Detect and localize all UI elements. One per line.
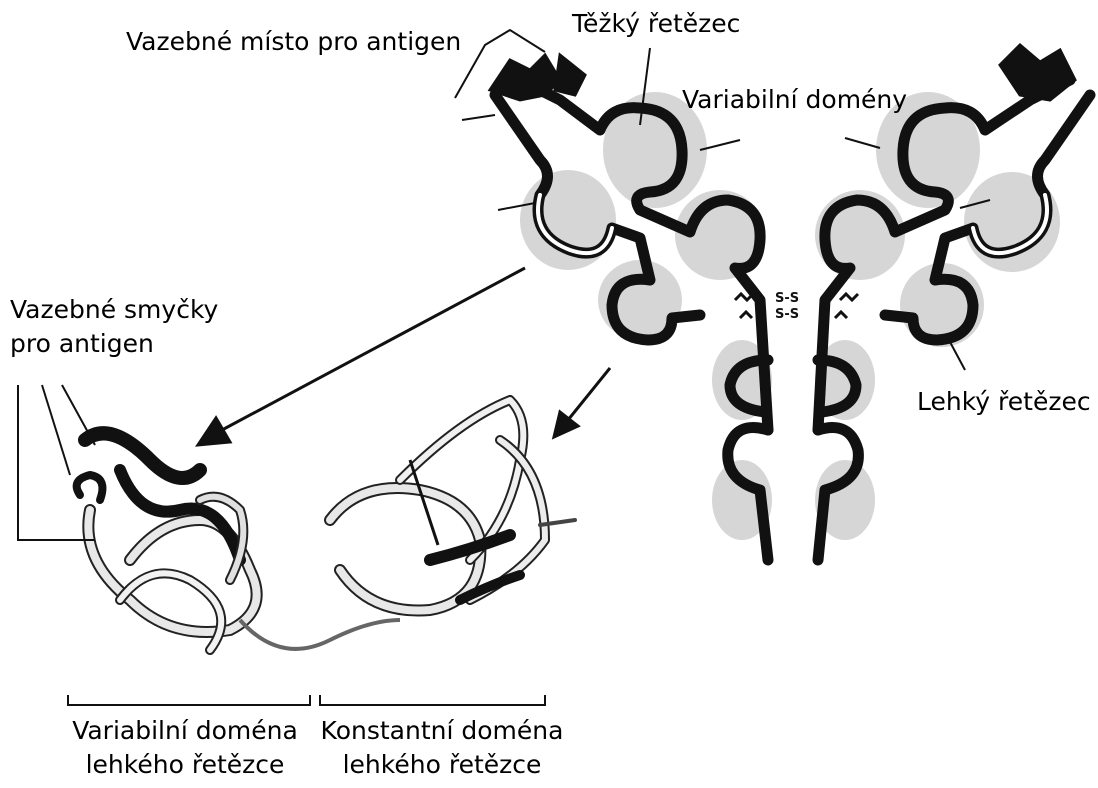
label-binding-site: Vazebné místo pro antigen <box>126 28 461 57</box>
ribbon-variable-domain <box>77 433 257 650</box>
label-binding-loops-line1: Vazebné smyčky <box>10 296 218 325</box>
label-variable-domain-line1: Variabilní doména <box>55 717 315 746</box>
ribbon-constant-domain <box>330 400 575 611</box>
label-heavy-chain: Těžký řetězec <box>572 10 740 39</box>
arrows <box>198 268 610 545</box>
label-variable-domains: Variabilní domény <box>682 86 907 115</box>
label-binding-loops-line2: pro antigen <box>10 330 154 359</box>
disulfide-label-1: S-S <box>775 291 799 306</box>
antibody-structure: S-S S-S <box>490 45 1090 560</box>
domain-linker <box>240 620 400 649</box>
label-constant-domain-line1: Konstantní doména <box>312 717 572 746</box>
disulfide-bonds: S-S S-S <box>735 291 858 322</box>
label-constant-domain-line2: lehkého řetězce <box>312 751 572 780</box>
label-variable-domain-line2: lehkého řetězce <box>55 751 315 780</box>
label-light-chain: Lehký řetězec <box>917 388 1091 417</box>
disulfide-label-2: S-S <box>775 307 799 322</box>
